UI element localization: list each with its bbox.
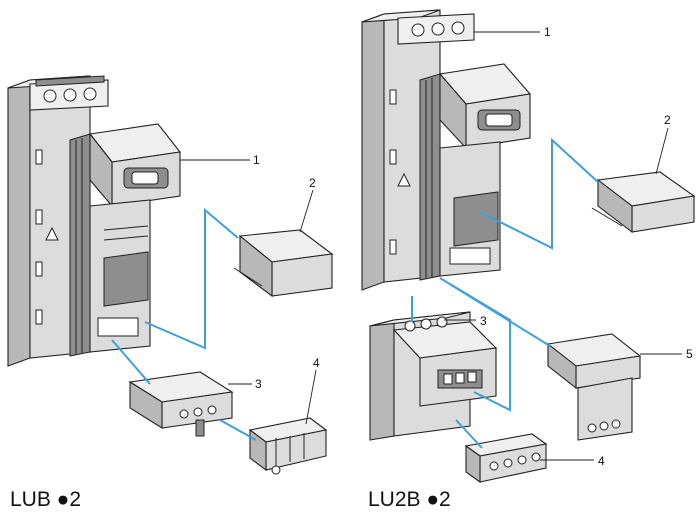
callout-left-1: 1 bbox=[253, 153, 260, 167]
left-terminal-block bbox=[248, 417, 328, 475]
left-base-unit bbox=[7, 75, 182, 367]
right-assembly-links bbox=[411, 137, 599, 449]
left-callout-leaders bbox=[180, 159, 317, 425]
right-protective-cover bbox=[591, 171, 696, 234]
callout-right-4: 4 bbox=[598, 454, 605, 468]
callout-right-2: 2 bbox=[664, 113, 671, 127]
callout-right-5: 5 bbox=[686, 347, 693, 361]
right-terminal-block bbox=[464, 433, 548, 484]
callout-left-4: 4 bbox=[313, 356, 320, 370]
right-auxiliary-module bbox=[546, 333, 642, 441]
callout-left-2: 2 bbox=[309, 176, 316, 190]
right-callout-leaders bbox=[444, 31, 682, 461]
caption-right-model: LU2B ●2 bbox=[368, 488, 451, 511]
callout-right-1: 1 bbox=[544, 25, 551, 39]
right-base-unit bbox=[361, 9, 532, 291]
callout-left-3: 3 bbox=[255, 377, 262, 391]
right-contactor-module bbox=[369, 311, 498, 441]
left-control-connector bbox=[128, 371, 234, 437]
caption-left-model: LUB ●2 bbox=[10, 488, 81, 511]
left-assembly-links bbox=[111, 207, 257, 441]
left-protective-cover bbox=[233, 229, 334, 298]
callout-right-3: 3 bbox=[480, 314, 487, 328]
